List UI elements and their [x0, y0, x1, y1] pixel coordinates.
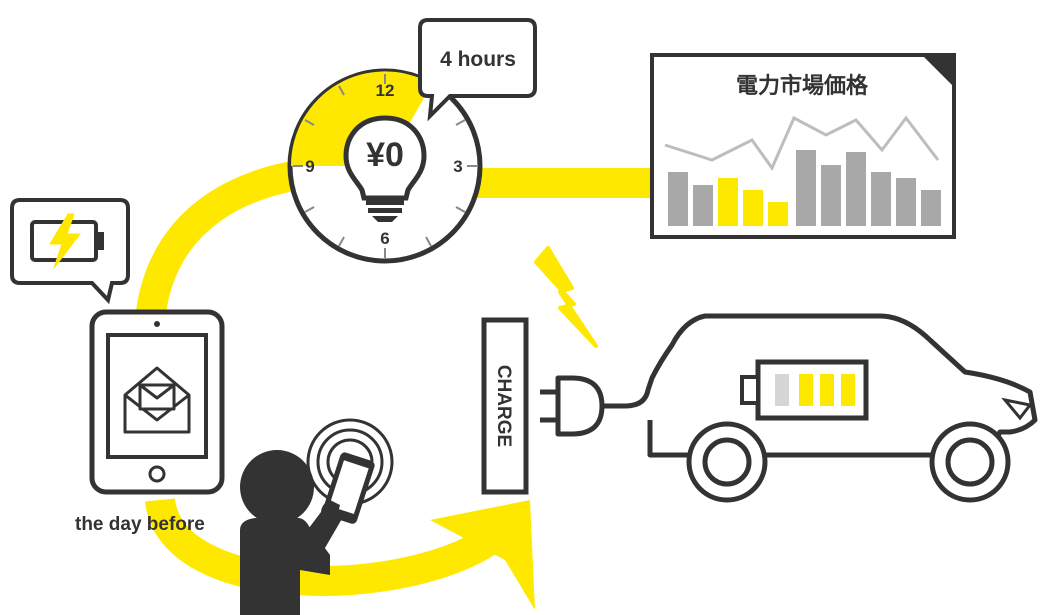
- person-hand: [321, 500, 340, 532]
- duration-bubble-shape: [418, 18, 537, 122]
- duration-bubble: 4 hours: [418, 18, 537, 122]
- market-bar: [768, 202, 788, 226]
- plug-icon: [540, 375, 625, 437]
- duration-label: 4 hours: [440, 48, 516, 71]
- electric-car: [624, 313, 1038, 503]
- clock-hour-9: 9: [305, 157, 314, 176]
- person-with-phone: [240, 418, 394, 615]
- clock-hour-6: 6: [380, 229, 389, 248]
- market-bar: [896, 178, 916, 226]
- lightning-bolt-icon: [534, 246, 598, 348]
- car-wheel-rear: [929, 421, 1011, 503]
- tablet-home-button: [148, 465, 166, 483]
- clock-hour-3: 3: [453, 157, 462, 176]
- charger: CHARGE: [481, 246, 625, 495]
- person-head: [240, 450, 314, 524]
- market-bar: [821, 165, 841, 226]
- tablet-camera: [154, 321, 160, 327]
- lightbulb-icon: [343, 115, 427, 222]
- market-panel-title: 電力市場価格: [736, 73, 869, 99]
- charger-label: CHARGE: [493, 365, 514, 447]
- clock-hour-12: 12: [376, 81, 395, 100]
- market-bar: [693, 185, 713, 226]
- market-bar: [846, 152, 866, 226]
- market-bar: [668, 172, 688, 226]
- flow-arrow-head: [430, 500, 535, 610]
- market-price-panel: 電力市場価格: [650, 53, 956, 239]
- tablet-caption: the day before: [75, 514, 205, 535]
- car-headlight: [1001, 397, 1033, 421]
- tablet: the day before: [75, 309, 225, 535]
- market-panel-corner: [922, 55, 954, 87]
- market-price-bars: [668, 150, 941, 226]
- envelope-icon: [123, 366, 191, 434]
- clock-price-label: ¥0: [366, 136, 404, 174]
- market-bar: [718, 178, 738, 226]
- market-bar: [871, 172, 891, 226]
- battery-bubble: [10, 198, 130, 305]
- market-bar: [743, 190, 763, 226]
- market-bar: [796, 150, 816, 226]
- car-battery-icon: [740, 359, 869, 421]
- car-wheel-front: [686, 421, 768, 503]
- car-body-outline: [624, 313, 1038, 458]
- battery-charging-icon: [30, 213, 104, 269]
- clock: 12 3 6 9 ¥0: [287, 68, 483, 264]
- charger-body: [481, 317, 529, 495]
- market-price-line: [664, 115, 940, 172]
- market-bar: [921, 190, 941, 226]
